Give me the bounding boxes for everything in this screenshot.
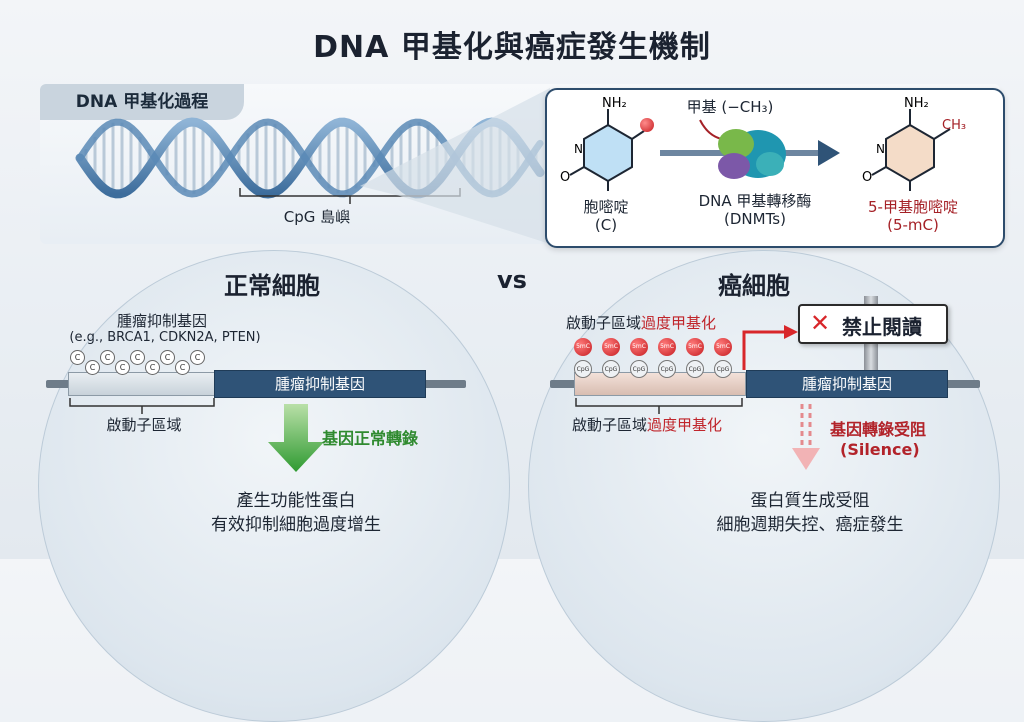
cpg-island-label: CpG 島嶼 (283, 208, 351, 226)
cancer-promoter-top-label: 啟動子區域過度甲基化 (566, 312, 766, 333)
cancer-blocked-arrow (792, 404, 820, 470)
normal-cell-title: 正常細胞 (224, 272, 320, 300)
methylcytosine-nh2: NH₂ (904, 96, 929, 111)
cytosine-marker: C (100, 350, 115, 365)
cytosine-marker: C (160, 350, 175, 365)
page-title: DNA 甲基化與癌症發生機制 (313, 30, 711, 65)
methyl-5mc-marker: 5mC (630, 338, 648, 356)
cancer-promoter-bottom-highlight: 過度甲基化 (647, 416, 723, 434)
cytosine-name: 胞嘧啶 (583, 198, 629, 216)
normal-promoter-region (68, 372, 216, 396)
no-reading-sign: ✕ 禁止閱讀 (798, 304, 948, 344)
normal-gene-bar: 腫瘤抑制基因 (214, 370, 426, 398)
methyl-5mc-marker: 5mC (714, 338, 732, 356)
cpg-marker: CpG (714, 360, 732, 378)
methylcytosine-molecule: NH₂ O N CH₃ (862, 96, 966, 191)
methyl-group-label: 甲基 (−CH₃) (686, 98, 774, 116)
cpg-marker: CpG (630, 360, 648, 378)
normal-transcription-arrow (268, 404, 324, 472)
cancer-block-arrow (742, 325, 798, 370)
cytosine-marker: C (145, 360, 160, 375)
normal-result-line1: 產生功能性蛋白 (236, 491, 356, 511)
dnmt-enzyme-icon (718, 129, 786, 179)
cancer-promoter-top-highlight: 過度甲基化 (641, 314, 717, 332)
x-mark-icon: ✕ (810, 309, 831, 337)
cytosine-marker: C (130, 350, 145, 365)
cytosine-marker: C (175, 360, 190, 375)
methyl-5mc-marker: 5mC (602, 338, 620, 356)
cytosine-o: O (560, 170, 570, 185)
cancer-cell-title: 癌細胞 (718, 272, 790, 300)
process-tab-label: DNA 甲基化過程 (40, 84, 244, 120)
normal-gene-label: 腫瘤抑制基因 (116, 312, 207, 330)
cancer-promoter-bottom-prefix: 啟動子區域 (572, 416, 648, 434)
cancer-blocked-label: 基因轉錄受阻 (830, 420, 927, 439)
cancer-promoter-top-prefix: 啟動子區域 (566, 314, 642, 332)
methylcytosine-ch3: CH₃ (942, 118, 966, 133)
cancer-result-line1: 蛋白質生成受阻 (750, 491, 870, 511)
cpg-marker: CpG (658, 360, 676, 378)
cytosine-molecule: NH₂ O N (560, 96, 645, 191)
cancer-methyl-markers: 5mC CpG 5mC CpG 5mC CpG 5mC CpG 5mC CpG 5mC CpG (570, 338, 750, 382)
vs-label: vs (497, 266, 527, 294)
methyl-5mc-marker: 5mC (574, 338, 592, 356)
cancer-gene-bar: 腫瘤抑制基因 (746, 370, 948, 398)
cytosine-abbr: (C) (594, 216, 618, 234)
normal-promoter-bracket (69, 398, 215, 414)
cytosine-marker: C (115, 360, 130, 375)
enzyme-name: DNA 甲基轉移酶 (698, 192, 812, 210)
cytosine-n: N (574, 142, 583, 156)
methyl-5mc-marker: 5mC (686, 338, 704, 356)
normal-result-line2: 有效抑制細胞過度增生 (211, 515, 381, 535)
methyl-5mc-marker: 5mC (658, 338, 676, 356)
normal-gene-examples: (e.g., BRCA1, CDKN2A, PTEN) (69, 330, 261, 345)
cancer-promoter-bottom-label: 啟動子區域過度甲基化 (572, 414, 772, 435)
cytosine-marker: C (85, 360, 100, 375)
cytosine-marker: C (70, 350, 85, 365)
cancer-promoter-bracket (575, 398, 743, 414)
zoom-connector (360, 88, 550, 244)
cpg-marker: CpG (574, 360, 592, 378)
cancer-silence-label: (Silence) (840, 440, 920, 459)
cytosine-nh2: NH₂ (602, 96, 627, 111)
methylcytosine-abbr: (5-mC) (887, 216, 939, 234)
methylcytosine-name: 5-甲基胞嘧啶 (868, 198, 958, 216)
enzyme-abbr: (DNMTs) (724, 210, 786, 228)
no-reading-sign-label: 禁止閱讀 (842, 315, 922, 339)
cancer-result-line2: 細胞週期失控、癌症發生 (716, 515, 904, 535)
normal-transcription-label: 基因正常轉錄 (322, 429, 419, 448)
cytosine-marker: C (190, 350, 205, 365)
normal-promoter-label: 啟動子區域 (106, 416, 182, 434)
cpg-marker: CpG (686, 360, 704, 378)
cpg-marker: CpG (602, 360, 620, 378)
methylcytosine-o: O (862, 170, 872, 185)
methylcytosine-n: N (876, 142, 885, 156)
methyl-group-dot (640, 118, 654, 132)
